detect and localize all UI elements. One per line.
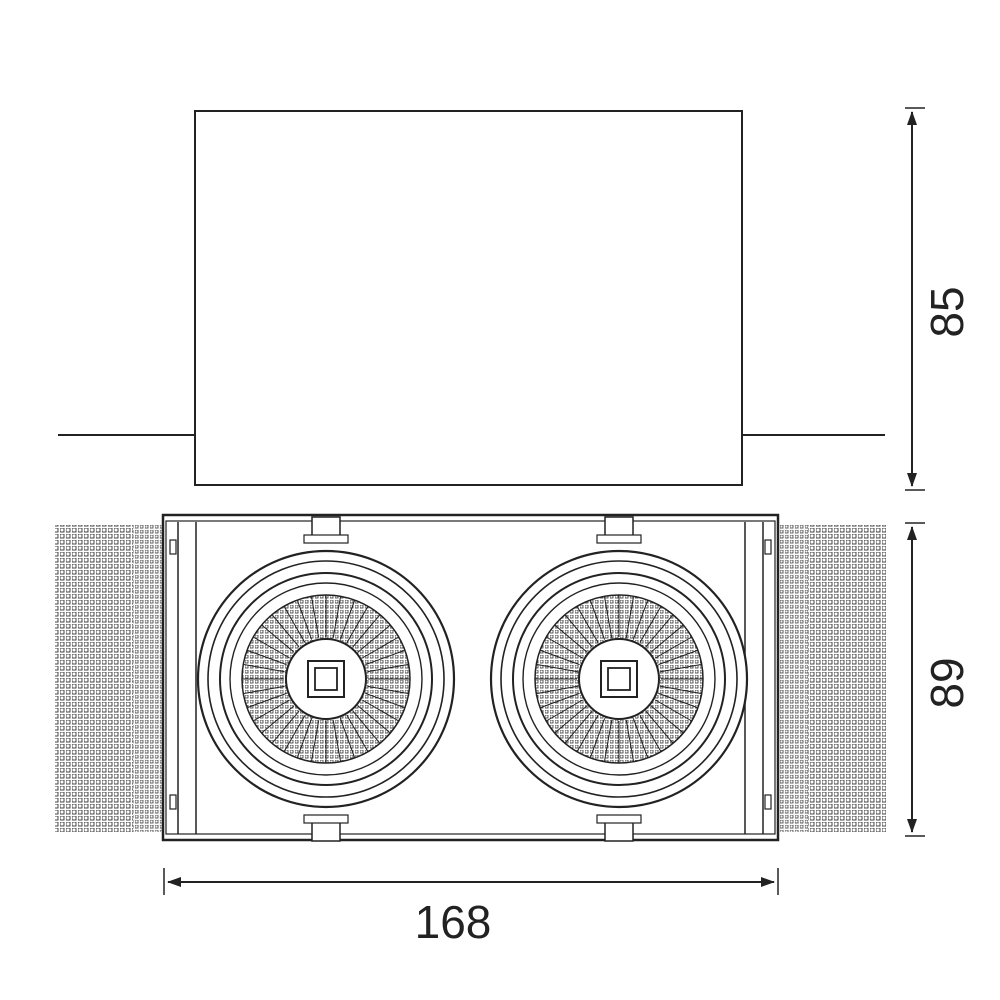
lamp-ring-4 xyxy=(229,582,423,776)
left-lamp xyxy=(196,516,456,842)
reflector-fin xyxy=(655,636,692,659)
reflector-fin xyxy=(554,624,588,653)
dim-label-85: 85 xyxy=(921,286,973,337)
reflector-fin xyxy=(576,715,599,752)
right-mesh-edge xyxy=(778,525,808,832)
reflector-fin xyxy=(332,720,342,762)
lamp-bracket-plate xyxy=(303,814,349,824)
dimension-height-front: 89 xyxy=(905,522,973,837)
reflector-fin xyxy=(243,663,285,673)
reflector-fin xyxy=(271,710,300,744)
reflector-fin xyxy=(357,705,391,734)
reflector-fin xyxy=(576,606,599,643)
reflector-fin xyxy=(367,663,409,673)
right-lamp xyxy=(489,516,749,842)
reflector-fin xyxy=(346,606,369,643)
reflector-fin xyxy=(352,710,381,744)
reflector-fin xyxy=(564,710,593,744)
reflector-fin xyxy=(650,624,684,653)
lamp-led-square-inner xyxy=(607,667,631,691)
lamp-led-square-inner xyxy=(314,667,338,691)
reflector-fin xyxy=(603,720,613,762)
reflector-fin xyxy=(539,649,580,666)
reflector-fin xyxy=(539,692,580,709)
side-view xyxy=(58,110,885,486)
left-clip-bottom xyxy=(169,794,177,810)
reflector-fin xyxy=(536,663,578,673)
lamp-ring-2 xyxy=(500,560,738,798)
dim-label-168: 168 xyxy=(415,896,492,948)
reflector-fin xyxy=(603,596,613,638)
lamp-bracket-plate xyxy=(596,534,642,544)
reflector-fin xyxy=(660,663,702,673)
reflector-fin xyxy=(625,596,635,638)
reflector-fin xyxy=(536,685,578,695)
lamp-ring-4 xyxy=(522,582,716,776)
reflector-fin xyxy=(546,636,583,659)
reflector-fin xyxy=(650,705,684,734)
reflector-fin xyxy=(296,718,313,759)
reflector-fin xyxy=(261,705,295,734)
reflector-fin xyxy=(655,699,692,722)
left-clip-top xyxy=(169,539,177,555)
lamp-ring-2 xyxy=(207,560,445,798)
reflector-fin xyxy=(365,692,406,709)
front-view xyxy=(55,513,886,842)
right-clip-bottom xyxy=(764,794,772,810)
dimension-width: 168 xyxy=(163,868,779,948)
reflector-fin xyxy=(546,699,583,722)
reflector-fin xyxy=(639,606,662,643)
reflector-fin xyxy=(253,636,290,659)
reflector-fin xyxy=(625,720,635,762)
reflector-fin xyxy=(310,720,320,762)
reflector-fin xyxy=(346,715,369,752)
right-clip-top xyxy=(764,539,772,555)
reflector-fin xyxy=(246,649,287,666)
lamp-bracket-plate xyxy=(596,814,642,824)
reflector-fin xyxy=(261,624,295,653)
reflector-fin xyxy=(658,692,699,709)
reflector-fin xyxy=(660,685,702,695)
reflector-fin xyxy=(362,699,399,722)
reflector-fin xyxy=(362,636,399,659)
lamp-bracket-plate xyxy=(303,534,349,544)
reflector-fin xyxy=(564,614,593,648)
front-frame-inner xyxy=(165,520,776,835)
reflector-fin xyxy=(283,715,306,752)
reflector-fin xyxy=(639,715,662,752)
reflector-fin xyxy=(332,596,342,638)
dimension-height-side: 85 xyxy=(905,107,973,491)
reflector-fin xyxy=(339,718,356,759)
reflector-fin xyxy=(253,699,290,722)
dim-label-89: 89 xyxy=(921,657,973,708)
housing-body xyxy=(194,110,743,486)
reflector-fin xyxy=(339,599,356,640)
reflector-fin xyxy=(357,624,391,653)
reflector-fin xyxy=(658,649,699,666)
reflector-fin xyxy=(246,692,287,709)
reflector-fin xyxy=(271,614,300,648)
reflector-fin xyxy=(645,614,674,648)
reflector-fin xyxy=(243,685,285,695)
reflector-fin xyxy=(589,718,606,759)
reflector-fin xyxy=(632,718,649,759)
reflector-fin xyxy=(589,599,606,640)
reflector-fin xyxy=(283,606,306,643)
reflector-fin xyxy=(310,596,320,638)
left-mesh-edge xyxy=(133,525,163,832)
reflector-fin xyxy=(554,705,588,734)
reflector-fin xyxy=(352,614,381,648)
reflector-fin xyxy=(296,599,313,640)
lamp-ring-3 xyxy=(219,572,433,786)
reflector-fin xyxy=(367,685,409,695)
reflector-fin xyxy=(365,649,406,666)
reflector-fin xyxy=(645,710,674,744)
reflector-fin xyxy=(632,599,649,640)
lamp-ring-3 xyxy=(512,572,726,786)
